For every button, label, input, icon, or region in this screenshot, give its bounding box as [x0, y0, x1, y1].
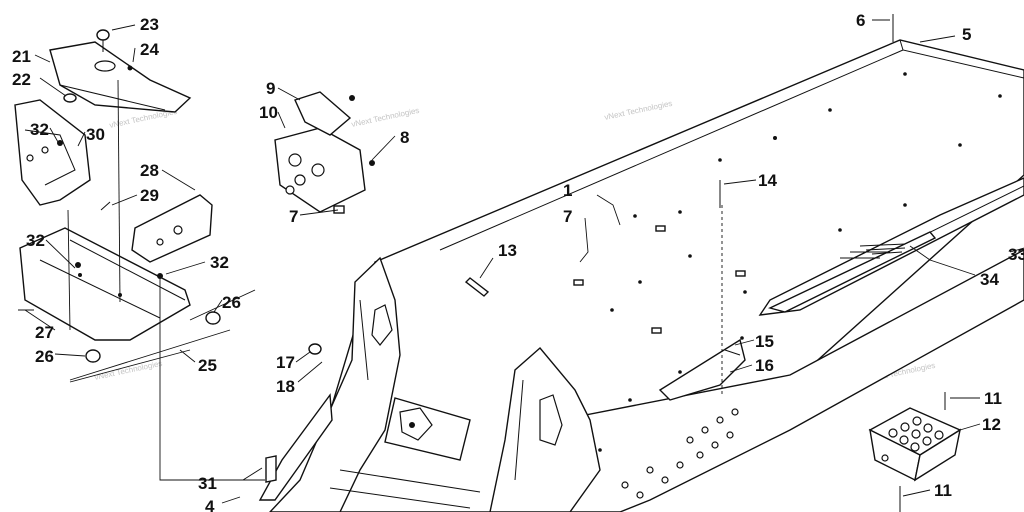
callout-label: 16 — [755, 356, 774, 375]
callout-label: 23 — [140, 15, 159, 34]
part-23-knob — [96, 29, 110, 52]
callout-label: 11 — [934, 481, 952, 500]
callout-label: 8 — [400, 128, 409, 147]
callout-label: 29 — [140, 186, 159, 205]
watermark: vNext Technologies — [604, 99, 674, 122]
callout-label: 15 — [755, 332, 774, 351]
part-15-pad — [658, 338, 746, 401]
small-bolts-left — [18, 140, 163, 311]
callout-label: 9 — [266, 79, 275, 98]
callout-label: 22 — [12, 70, 31, 89]
callout-label: 14 — [758, 171, 777, 190]
callout-label: 34 — [980, 270, 999, 289]
callout-label: 4 — [205, 497, 215, 512]
callout-label: 18 — [276, 377, 295, 396]
callout-label: 17 — [276, 353, 295, 372]
callout-label: 26 — [35, 347, 54, 366]
part-12-bracket — [868, 407, 962, 482]
callout-label: 7 — [289, 207, 298, 226]
part-21-cover — [49, 41, 192, 113]
callout-label: 10 — [259, 103, 278, 122]
callout-label: 13 — [498, 241, 517, 260]
part-26-bushing — [85, 311, 221, 363]
callout-label: 5 — [962, 25, 971, 44]
callout-label: 32 — [30, 120, 49, 139]
part-30-side-panel — [14, 99, 91, 206]
callout-label: 27 — [35, 323, 54, 342]
middle-frame-brace — [489, 346, 601, 512]
watermark: vNext Technologies — [351, 106, 421, 129]
part-9-plate — [294, 91, 352, 136]
part-10-bracket — [274, 127, 366, 213]
callout-label: 1 — [563, 181, 572, 200]
callout-label: 12 — [982, 415, 1001, 434]
callout-label: 31 — [198, 474, 217, 493]
callout-label: 32 — [210, 253, 229, 272]
part-34-trim — [767, 231, 937, 313]
callout-label: 32 — [26, 231, 45, 250]
left-frame-brace — [258, 256, 401, 512]
callout-label: 6 — [856, 11, 865, 30]
callout-label: 30 — [86, 125, 105, 144]
callout-label: 33 — [1008, 245, 1024, 264]
callout-label: 7 — [563, 207, 572, 226]
callout-label: 24 — [140, 40, 159, 59]
callout-label: 26 — [222, 293, 241, 312]
leader-lines — [24, 19, 1024, 504]
callout-label: 25 — [198, 356, 217, 375]
deck-holes — [598, 72, 1002, 452]
fasteners — [265, 14, 946, 512]
floor-plate — [329, 397, 481, 509]
part-28-bracket — [131, 194, 213, 263]
callout-label: 11 — [984, 389, 1002, 408]
callout-label: 28 — [140, 161, 159, 180]
callout-label: 21 — [12, 47, 31, 66]
callout-numbers: 1 4 5 6 7 7 8 9 10 11 11 12 13 14 15 16 … — [12, 11, 1024, 512]
part-22-clip — [63, 93, 77, 103]
footrest-holes — [621, 408, 739, 499]
